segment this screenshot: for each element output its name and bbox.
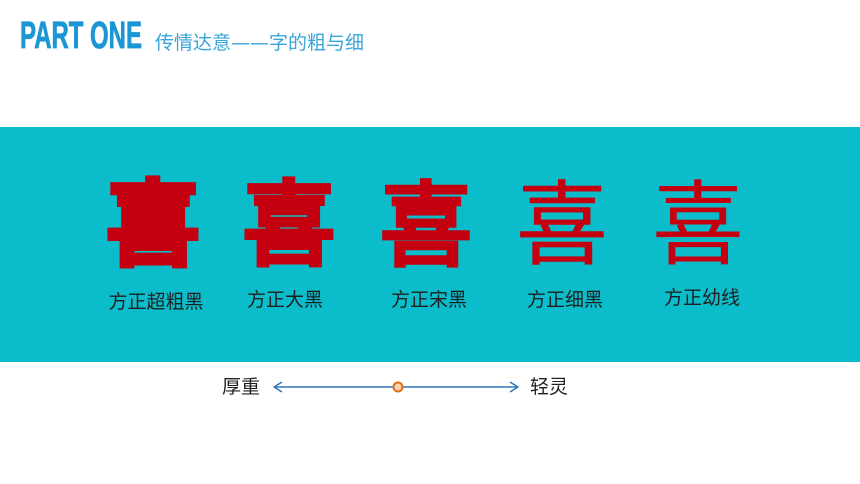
double-arrow-icon (273, 381, 519, 393)
glyph-sample: 喜 (651, 172, 744, 279)
scale-left-label: 厚重 (222, 376, 261, 398)
glyph-sample: 喜 (104, 172, 201, 279)
arrow-head-right (509, 381, 519, 393)
font-name-label: 方正细黑 (526, 289, 603, 311)
glyph-sample: 喜 (379, 172, 473, 280)
font-name-label: 方正大黑 (246, 289, 323, 311)
scale-right-label: 轻灵 (530, 376, 569, 398)
sample-band (0, 127, 860, 362)
part-title: PART ONE (20, 15, 142, 57)
glyph-sample: 喜 (515, 172, 608, 279)
scale-midpoint-marker (392, 381, 404, 393)
glyph-sample: 喜 (241, 172, 336, 279)
font-name-label: 方正幼线 (663, 287, 740, 309)
font-name-label: 方正超粗黑 (108, 291, 204, 313)
arrow-head-left (273, 381, 283, 393)
font-name-label: 方正宋黑 (390, 289, 467, 311)
section-subtitle: 传情达意——字的粗与细 (155, 32, 365, 54)
